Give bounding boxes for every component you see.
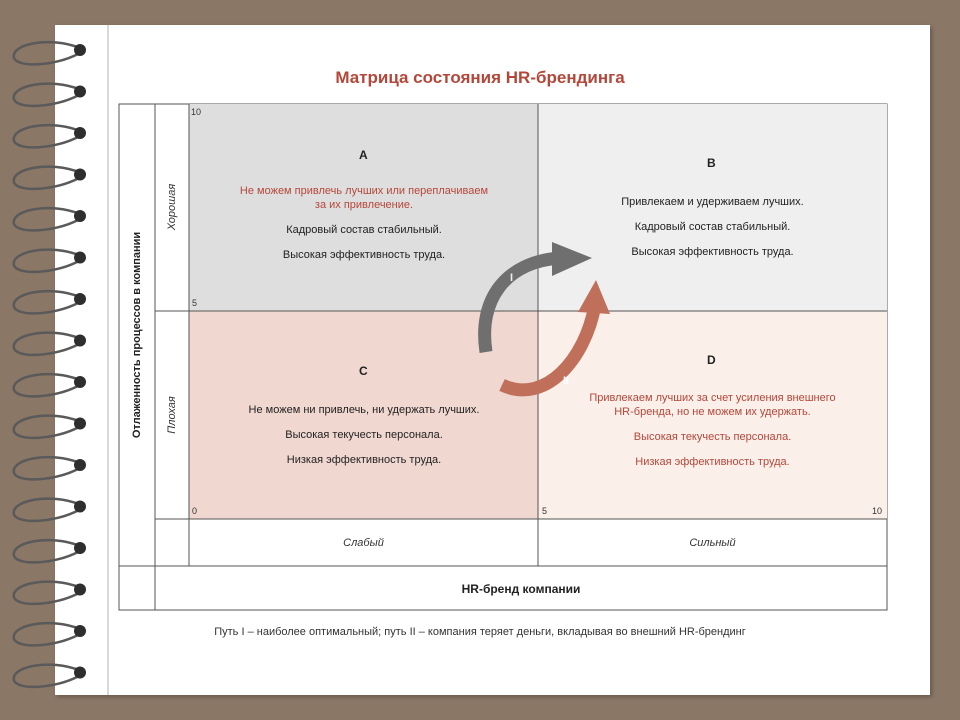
matrix-caption: Путь I – наиболее оптимальный; путь II –… [214, 626, 746, 638]
x-tick-10: 10 [872, 506, 883, 516]
path-i-arrowhead [552, 242, 592, 276]
spiral-hole [74, 44, 86, 56]
spiral-hole [74, 625, 86, 637]
spiral-ring [12, 248, 81, 274]
spiral-ring [12, 82, 81, 108]
path-i-label: I [510, 272, 514, 284]
quadrant-d-bg [538, 311, 887, 519]
y-axis-good: Хорошая [166, 183, 178, 231]
spiral-ring [12, 331, 81, 357]
spiral-ring [12, 538, 81, 564]
spiral-ring [12, 289, 81, 315]
x-tick-5: 5 [542, 506, 548, 516]
spiral-ring [12, 663, 81, 689]
spiral-hole [74, 500, 86, 513]
spiral-hole [74, 417, 86, 430]
path-ii-arrow [499, 303, 602, 397]
spiral-hole [74, 168, 86, 181]
path-i-arrow [478, 251, 561, 353]
spiral-ring [12, 455, 81, 481]
origin-tick-0: 0 [192, 506, 198, 516]
quadrant-c-text: Не можем ни привлечь, ни удержать лучших… [248, 404, 480, 466]
y-axis-label: Отлаженность процессов в компании [131, 231, 143, 439]
spiral-hole [74, 542, 86, 554]
spiral-ring [12, 206, 81, 232]
quadrant-a-letter: A [359, 148, 368, 162]
spiral-hole [74, 210, 86, 222]
spiral-ring [12, 497, 81, 523]
spiral-hole [74, 293, 86, 305]
quadrant-d-text: Привлекаем лучших за счет усиления внешн… [589, 392, 836, 468]
spiral-ring [12, 372, 81, 398]
spiral-hole [74, 127, 86, 139]
y-axis-bad: Плохая [166, 396, 178, 434]
path-ii-arrowhead [578, 280, 610, 314]
quadrant-b-text: Привлекаем и удерживаем лучших. Кадровый… [621, 196, 804, 258]
page-margin-line [107, 25, 109, 695]
spiral-hole [74, 583, 86, 596]
spiral-hole [74, 666, 86, 679]
matrix-title: Матрица состояния HR-брендинга [335, 68, 625, 87]
x-axis-label: HR-бренд компании [461, 582, 581, 596]
spiral-ring [12, 414, 81, 440]
y-tick-5: 5 [192, 298, 198, 308]
x-axis-weak: Слабый [343, 537, 384, 549]
quadrant-c-letter: C [359, 364, 368, 378]
spiral-ring [12, 165, 81, 191]
spiral-hole [74, 459, 86, 471]
y-tick-10: 10 [191, 107, 202, 117]
quadrant-a-bg [189, 104, 538, 311]
spiral-ring [12, 580, 81, 606]
spiral-ring [12, 621, 81, 647]
quadrant-d-letter: D [707, 353, 716, 367]
spiral-hole [74, 334, 86, 347]
path-ii-label: II [563, 375, 570, 387]
spiral-ring [12, 123, 81, 149]
spiral-hole [74, 376, 86, 388]
quadrant-b-bg [538, 104, 887, 311]
quadrant-a-text: Не можем привлечь лучших или переплачива… [239, 185, 489, 261]
spiral-ring [12, 40, 81, 66]
x-axis-strong: Сильный [689, 537, 736, 549]
spiral-binding-icon [12, 40, 86, 689]
spiral-hole [74, 251, 86, 264]
quadrant-b-letter: B [707, 156, 716, 170]
spiral-hole [74, 85, 86, 98]
